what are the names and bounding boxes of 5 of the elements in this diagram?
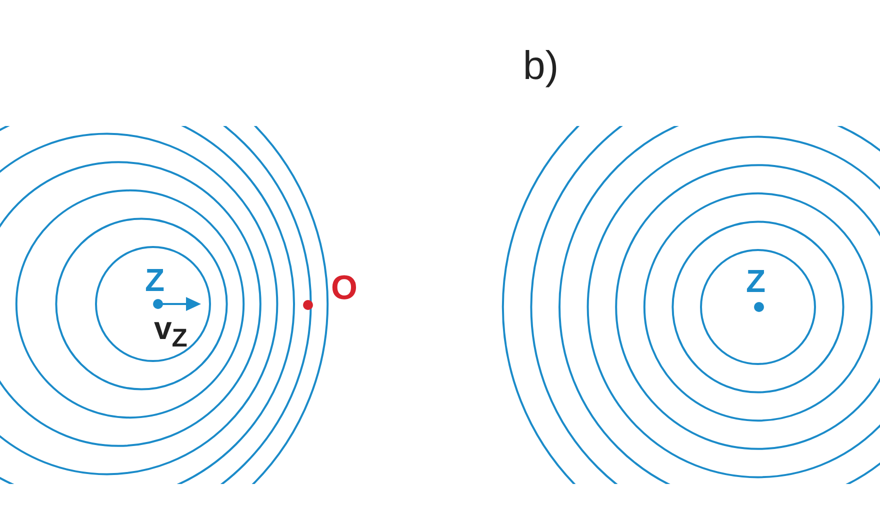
- source-label: Z: [746, 265, 766, 297]
- velocity-label: v$_{Z}$: [154, 312, 188, 352]
- observer-label: O: [331, 271, 358, 305]
- source-label: Z: [145, 264, 165, 296]
- panel-label: b): [523, 46, 559, 86]
